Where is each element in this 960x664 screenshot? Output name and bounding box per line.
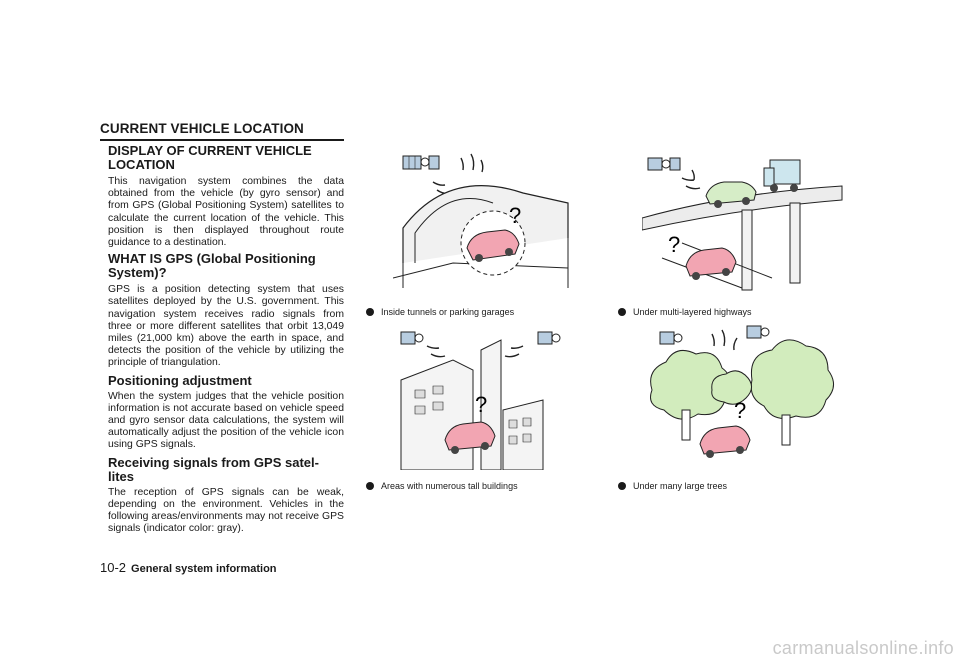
signal-waves [432, 153, 484, 195]
question-mark: ? [475, 392, 487, 417]
paragraph-display: This navigation system combines the data… [108, 176, 344, 249]
car-icon [699, 425, 751, 458]
satellite-icon [647, 157, 681, 171]
caption-trees: Under many large trees [618, 481, 727, 491]
heading-display: DISPLAY OF CURRENT VEHICLE LOCATION [108, 143, 312, 172]
bullet-icon [618, 308, 626, 316]
caption-trees-text: Under many large trees [633, 481, 728, 491]
tunnel-illustration: ? [393, 153, 569, 288]
question-mark: ? [668, 232, 680, 257]
car-icon [685, 247, 737, 280]
signal-waves [681, 169, 701, 190]
satellite-icon [659, 331, 683, 345]
car-icon [466, 229, 520, 262]
caption-tunnel-text: Inside tunnels or parking garages [381, 307, 515, 317]
green-car-icon [705, 181, 757, 208]
buildings-illustration: ? [400, 331, 561, 470]
trees [650, 339, 834, 446]
paragraph-gps: GPS is a position detecting system that … [108, 284, 344, 369]
heading-positioning: Positioning adjustment [108, 372, 252, 388]
satellite-icon [402, 155, 440, 170]
page-footer: 10-2 General system information [100, 560, 277, 575]
car-icon [444, 421, 496, 454]
page-number: 10-2 [100, 560, 127, 575]
signal-waves [711, 329, 738, 351]
bullet-icon [618, 482, 626, 490]
satellite-icon [746, 325, 770, 339]
caption-highway: Under multi-layered highways [618, 307, 752, 317]
truck-icon [763, 159, 801, 192]
satellite-icon [400, 331, 424, 345]
bullet-icon [366, 308, 374, 316]
caption-tunnel: Inside tunnels or parking garages [366, 307, 514, 317]
paragraph-receiving: The reception of GPS signals can be weak… [108, 486, 344, 535]
paragraph-positioning: When the system judges that the vehicle … [108, 390, 344, 451]
trees-illustration: ? [650, 325, 834, 458]
question-mark: ? [734, 398, 746, 423]
satellite-icon [537, 331, 561, 345]
section-title: CURRENT VEHICLE LOCATION [100, 121, 344, 141]
bullet-icon [366, 482, 374, 490]
caption-buildings: Areas with numerous tall buildings [366, 481, 518, 491]
highway-illustration: ? [642, 157, 843, 291]
text-column: DISPLAY OF CURRENT VEHICLE LOCATION This… [108, 144, 344, 538]
elevated-highway [642, 185, 843, 291]
footer-title: General system information [131, 563, 277, 575]
buildings [400, 339, 544, 470]
caption-highway-text: Under multi-layered highways [633, 307, 752, 317]
caption-buildings-text: Areas with numerous tall buildings [381, 481, 518, 491]
watermark: carmanualsonline.info [772, 638, 954, 658]
signal-waves [426, 345, 524, 358]
question-mark: ? [509, 203, 521, 228]
heading-gps: WHAT IS GPS (Global Positioning System)? [108, 251, 316, 281]
heading-receiving: Receiving signals from GPS satel-lites [108, 454, 319, 484]
